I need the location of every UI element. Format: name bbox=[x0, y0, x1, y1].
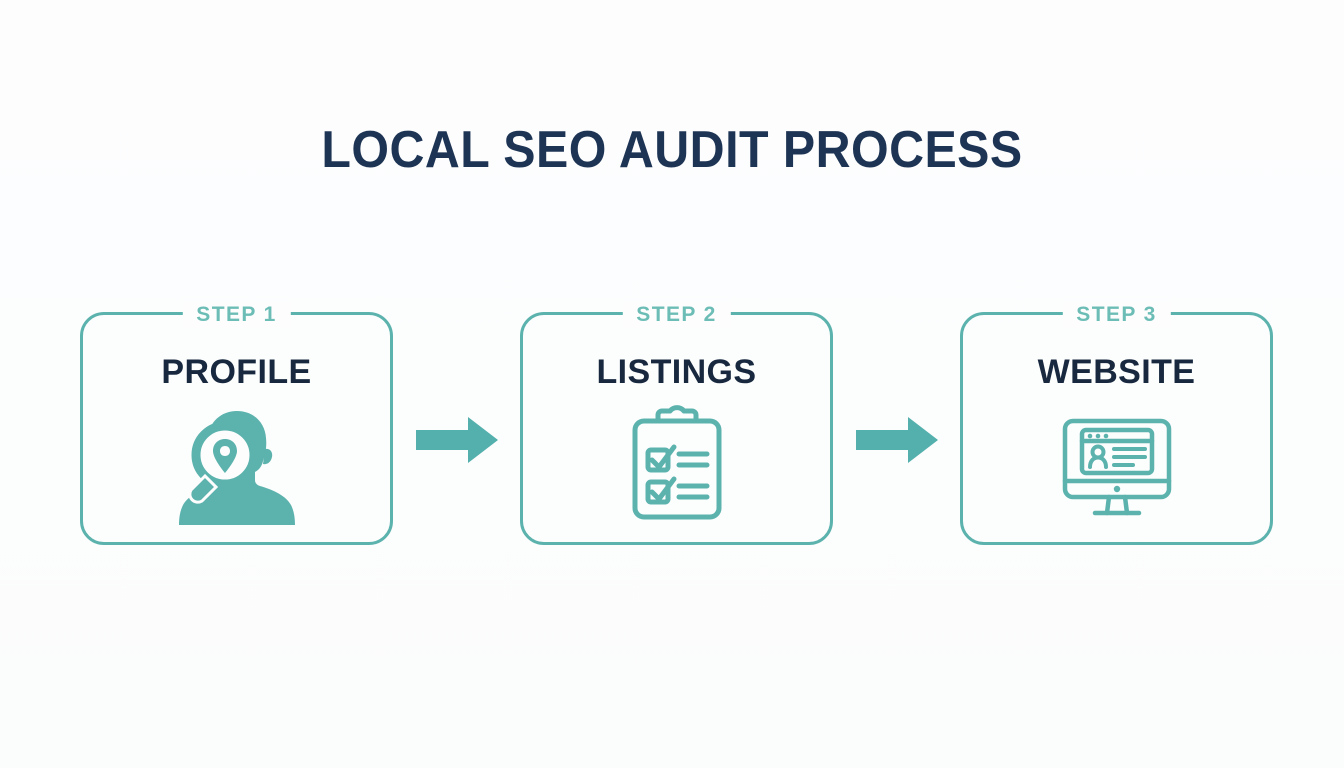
step-card-3[interactable]: STEP 3 WEBSITE bbox=[960, 302, 1273, 545]
step-card-1[interactable]: STEP 1 PROFILE bbox=[80, 302, 393, 545]
page-title: LOCAL SEO AUDIT PROCESS bbox=[321, 121, 1023, 179]
person-search-icon bbox=[175, 403, 299, 527]
desktop-browser-icon bbox=[1055, 403, 1179, 527]
step-heading-2: LISTINGS bbox=[596, 353, 757, 391]
step-card-2[interactable]: STEP 2 LISTINGS bbox=[520, 302, 833, 545]
step-heading-1: PROFILE bbox=[161, 353, 312, 391]
step-label-2: STEP 2 bbox=[622, 302, 731, 328]
arrow-right-icon bbox=[856, 416, 938, 464]
step-label-1: STEP 1 bbox=[182, 302, 291, 328]
clipboard-checklist-icon bbox=[615, 403, 739, 527]
step-label-3: STEP 3 bbox=[1062, 302, 1171, 328]
arrow-right-icon bbox=[416, 416, 498, 464]
step-heading-3: WEBSITE bbox=[1037, 353, 1196, 391]
